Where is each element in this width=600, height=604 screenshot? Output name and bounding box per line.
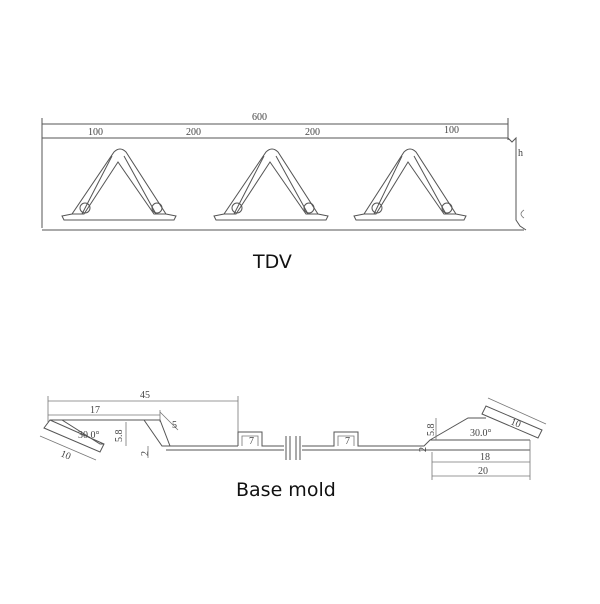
base-left-flange [50, 419, 104, 445]
tdv-drawing: 600 100 200 200 100 h [41, 112, 527, 273]
tdv-dim-height: h [518, 148, 523, 159]
base-right-wing-dim [487, 397, 547, 425]
base-right-wing [481, 405, 543, 439]
tdv-dim-total: 600 [252, 112, 267, 123]
tdv-dim-seg2: 200 [186, 127, 201, 138]
rebar-circle [441, 202, 453, 214]
tdv-sheet-right-end [507, 136, 527, 231]
base-diagonal-web [143, 419, 171, 447]
base-dim-right-outer: 20 [478, 466, 488, 477]
base-dim-right-wing: 10 [509, 417, 522, 431]
base-dim-right-height: 5.8 [426, 424, 437, 437]
base-dim-left-height: 5.8 [114, 430, 125, 443]
break-mark [285, 436, 291, 460]
base-dim-left-step: 2 [140, 451, 151, 456]
base-dim-diag: 5 [172, 420, 177, 431]
base-mold-drawing: 45 17 10 30.0° 5.8 5 2 7 7 [39, 390, 547, 501]
base-slot-right-inner [337, 435, 355, 446]
base-diag-dim [159, 411, 179, 431]
base-mold-caption: Base mold [236, 479, 336, 501]
tdv-dim-seg1: 100 [88, 127, 103, 138]
base-dim-left-top: 17 [90, 405, 100, 416]
base-dim-left-wing: 10 [59, 449, 72, 463]
base-right-flange [429, 417, 486, 441]
tdv-dim-seg4: 100 [444, 125, 459, 136]
base-slot-right [302, 431, 408, 447]
truss-girder [213, 148, 329, 221]
base-dim-slot-right: 7 [345, 436, 350, 447]
tdv-dim-seg3: 200 [305, 127, 320, 138]
tdv-height-mark [520, 209, 525, 219]
base-dim-left-angle: 30.0° [78, 430, 100, 441]
base-slot-left [237, 431, 284, 447]
base-left-wing-dim [39, 435, 97, 461]
base-right-step [408, 439, 530, 447]
rebar-circle [303, 202, 315, 214]
rebar-circle [371, 202, 383, 214]
break-mark [295, 436, 301, 460]
tdv-caption: TDV [252, 251, 292, 273]
base-dim-right-step: 2 [418, 447, 429, 452]
base-dim-right-angle: 30.0° [470, 428, 492, 439]
base-dim-overall: 45 [140, 390, 150, 401]
rebar-circle [231, 202, 243, 214]
rebar-circle [151, 202, 163, 214]
base-dim-slot-left: 7 [249, 436, 254, 447]
base-slot-left-inner [241, 435, 259, 446]
truss-girder [61, 148, 177, 221]
base-dim-right-inner: 18 [480, 452, 490, 463]
rebar-circle [79, 202, 91, 214]
truss-girder [353, 148, 467, 221]
